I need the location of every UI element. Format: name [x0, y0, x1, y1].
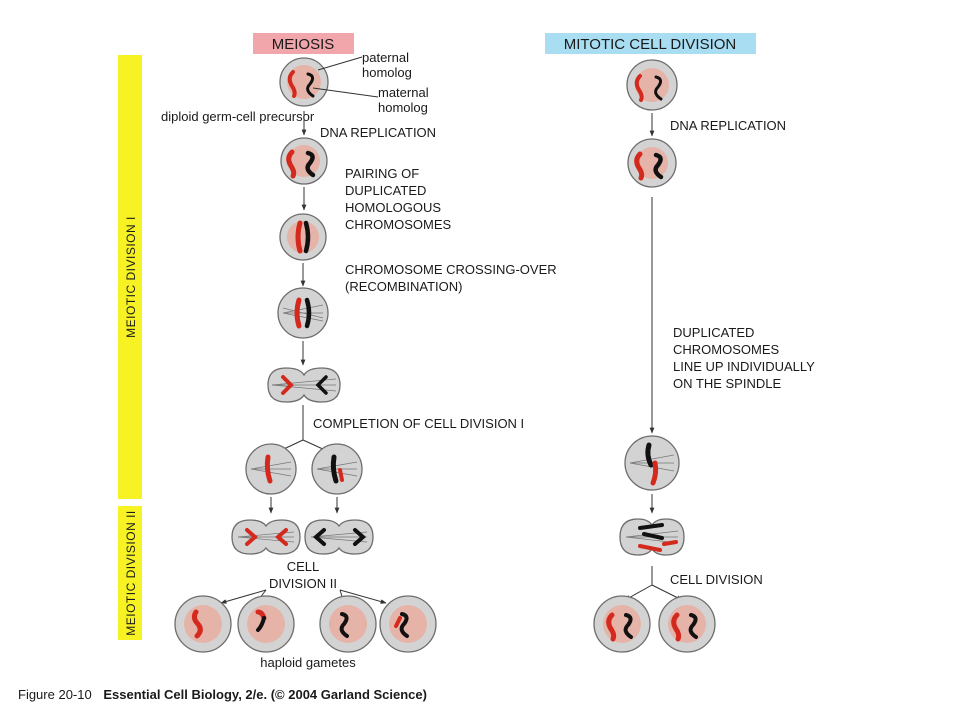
gamete-1 [174, 595, 232, 653]
lineup-label-2: CHROMOSOMES [673, 342, 780, 357]
pairing-label-2: DUPLICATED [345, 183, 426, 198]
meiosis-dividing-cell [267, 367, 341, 403]
lineup-label-1: DUPLICATED [673, 325, 754, 340]
meiotic-division-one-bar: MEIOTIC DIVISION I [118, 55, 142, 499]
meiosis-title: MEIOSIS [272, 36, 335, 53]
lineup-label-4: ON THE SPINDLE [673, 376, 781, 391]
crossing-label-1: CHROMOSOME CROSSING-OVER [345, 262, 557, 277]
paternal-pointer [317, 56, 363, 71]
meiosis-ii-dividing-left [231, 519, 301, 555]
meiosis-paired-cell [279, 213, 327, 261]
mitosis-replication-label: DNA REPLICATION [670, 118, 786, 133]
pairing-label-4: CHROMOSOMES [345, 217, 452, 232]
gamete-3 [319, 595, 377, 653]
mitosis-metaphase-cell [624, 435, 680, 491]
mitosis-header: MITOTIC CELL DIVISION [545, 33, 756, 54]
crossing-label-2: (RECOMBINATION) [345, 279, 462, 294]
paternal-label-2: homolog [362, 65, 412, 80]
completion-label: COMPLETION OF CELL DIVISION I [313, 416, 524, 431]
paternal-label-1: paternal [362, 50, 409, 65]
meiosis-diploid-cell [279, 57, 329, 107]
meiosis-header: MEIOSIS [253, 33, 354, 54]
meiosis-replication-label: DNA REPLICATION [320, 125, 436, 140]
paternal-chromosome [287, 70, 297, 98]
mitosis-title: MITOTIC CELL DIVISION [564, 36, 737, 53]
meiotic-division-two-label: MEIOTIC DIVISION II [124, 510, 138, 636]
lineup-label-3: LINE UP INDIVIDUALLY [673, 359, 815, 374]
meiosis-ii-dividing-right [304, 519, 374, 555]
division-two-label-1: CELL [287, 559, 320, 574]
division-two-label-2: DIVISION II [269, 576, 337, 591]
gametes-label: haploid gametes [260, 655, 356, 670]
meiotic-division-two-bar: MEIOTIC DIVISION II [118, 506, 142, 640]
caption: Figure 20-10 Essential Cell Biology, 2/e… [18, 687, 427, 702]
maternal-chromosome [306, 72, 315, 98]
mitosis-division-label: CELL DIVISION [670, 572, 763, 587]
mitosis-anaphase-cell [619, 518, 685, 556]
maternal-label-1: maternal [378, 85, 429, 100]
meiotic-division-one-label: MEIOTIC DIVISION I [124, 216, 138, 338]
mitosis-replicated-cell [627, 138, 677, 188]
caption-source: Essential Cell Biology, 2/e. (© 2004 Gar… [103, 687, 427, 702]
meiosis-crossover-cell [277, 287, 329, 339]
meiosis-ii-cell-right [311, 443, 363, 495]
pairing-label-1: PAIRING OF [345, 166, 419, 181]
mitosis-daughter-cell-left [593, 595, 651, 653]
precursor-label: diploid germ-cell precursor [161, 109, 315, 124]
caption-figure: Figure 20-10 [18, 687, 92, 702]
maternal-label-2: homolog [378, 100, 428, 115]
gamete-2 [237, 595, 295, 653]
maternal-pointer [312, 87, 379, 98]
meiosis-ii-cell-left [245, 443, 297, 495]
mitosis-daughter-cell-right [658, 595, 716, 653]
gamete-4 [379, 595, 437, 653]
pairing-label-3: HOMOLOGOUS [345, 200, 441, 215]
mitosis-diploid-cell [626, 59, 678, 111]
meiosis-replicated-cell [280, 137, 328, 185]
